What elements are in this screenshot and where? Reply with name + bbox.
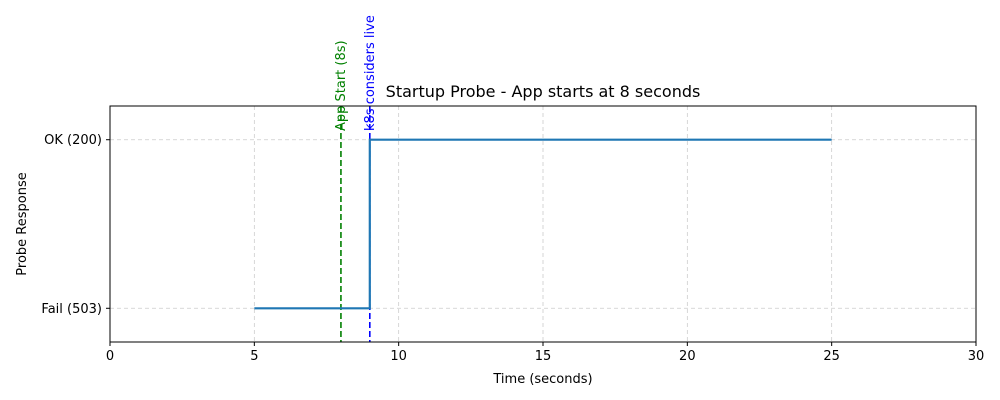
chart-title: Startup Probe - App starts at 8 seconds (386, 82, 701, 101)
x-axis-label: Time (seconds) (492, 372, 592, 387)
probe-response-series (254, 138, 832, 310)
axis-ticks: 0 5 10 15 20 25 30 Fail (503) OK (200) (41, 133, 984, 364)
vline-label: k8s considers live (363, 15, 378, 131)
y-axis-label: Probe Response (15, 172, 30, 275)
x-tick-label: 30 (968, 349, 985, 364)
x-tick-label: 25 (823, 349, 840, 364)
x-tick-label: 10 (390, 349, 407, 364)
vline-label: App Start (8s) (334, 40, 349, 131)
x-tick-label: 20 (679, 349, 696, 364)
y-tick-label: OK (200) (44, 133, 102, 148)
y-tick-label: Fail (503) (41, 302, 102, 317)
x-tick-label: 5 (250, 349, 258, 364)
series-layer (254, 138, 832, 310)
x-tick-label: 0 (106, 349, 114, 364)
x-tick-label: 15 (535, 349, 552, 364)
